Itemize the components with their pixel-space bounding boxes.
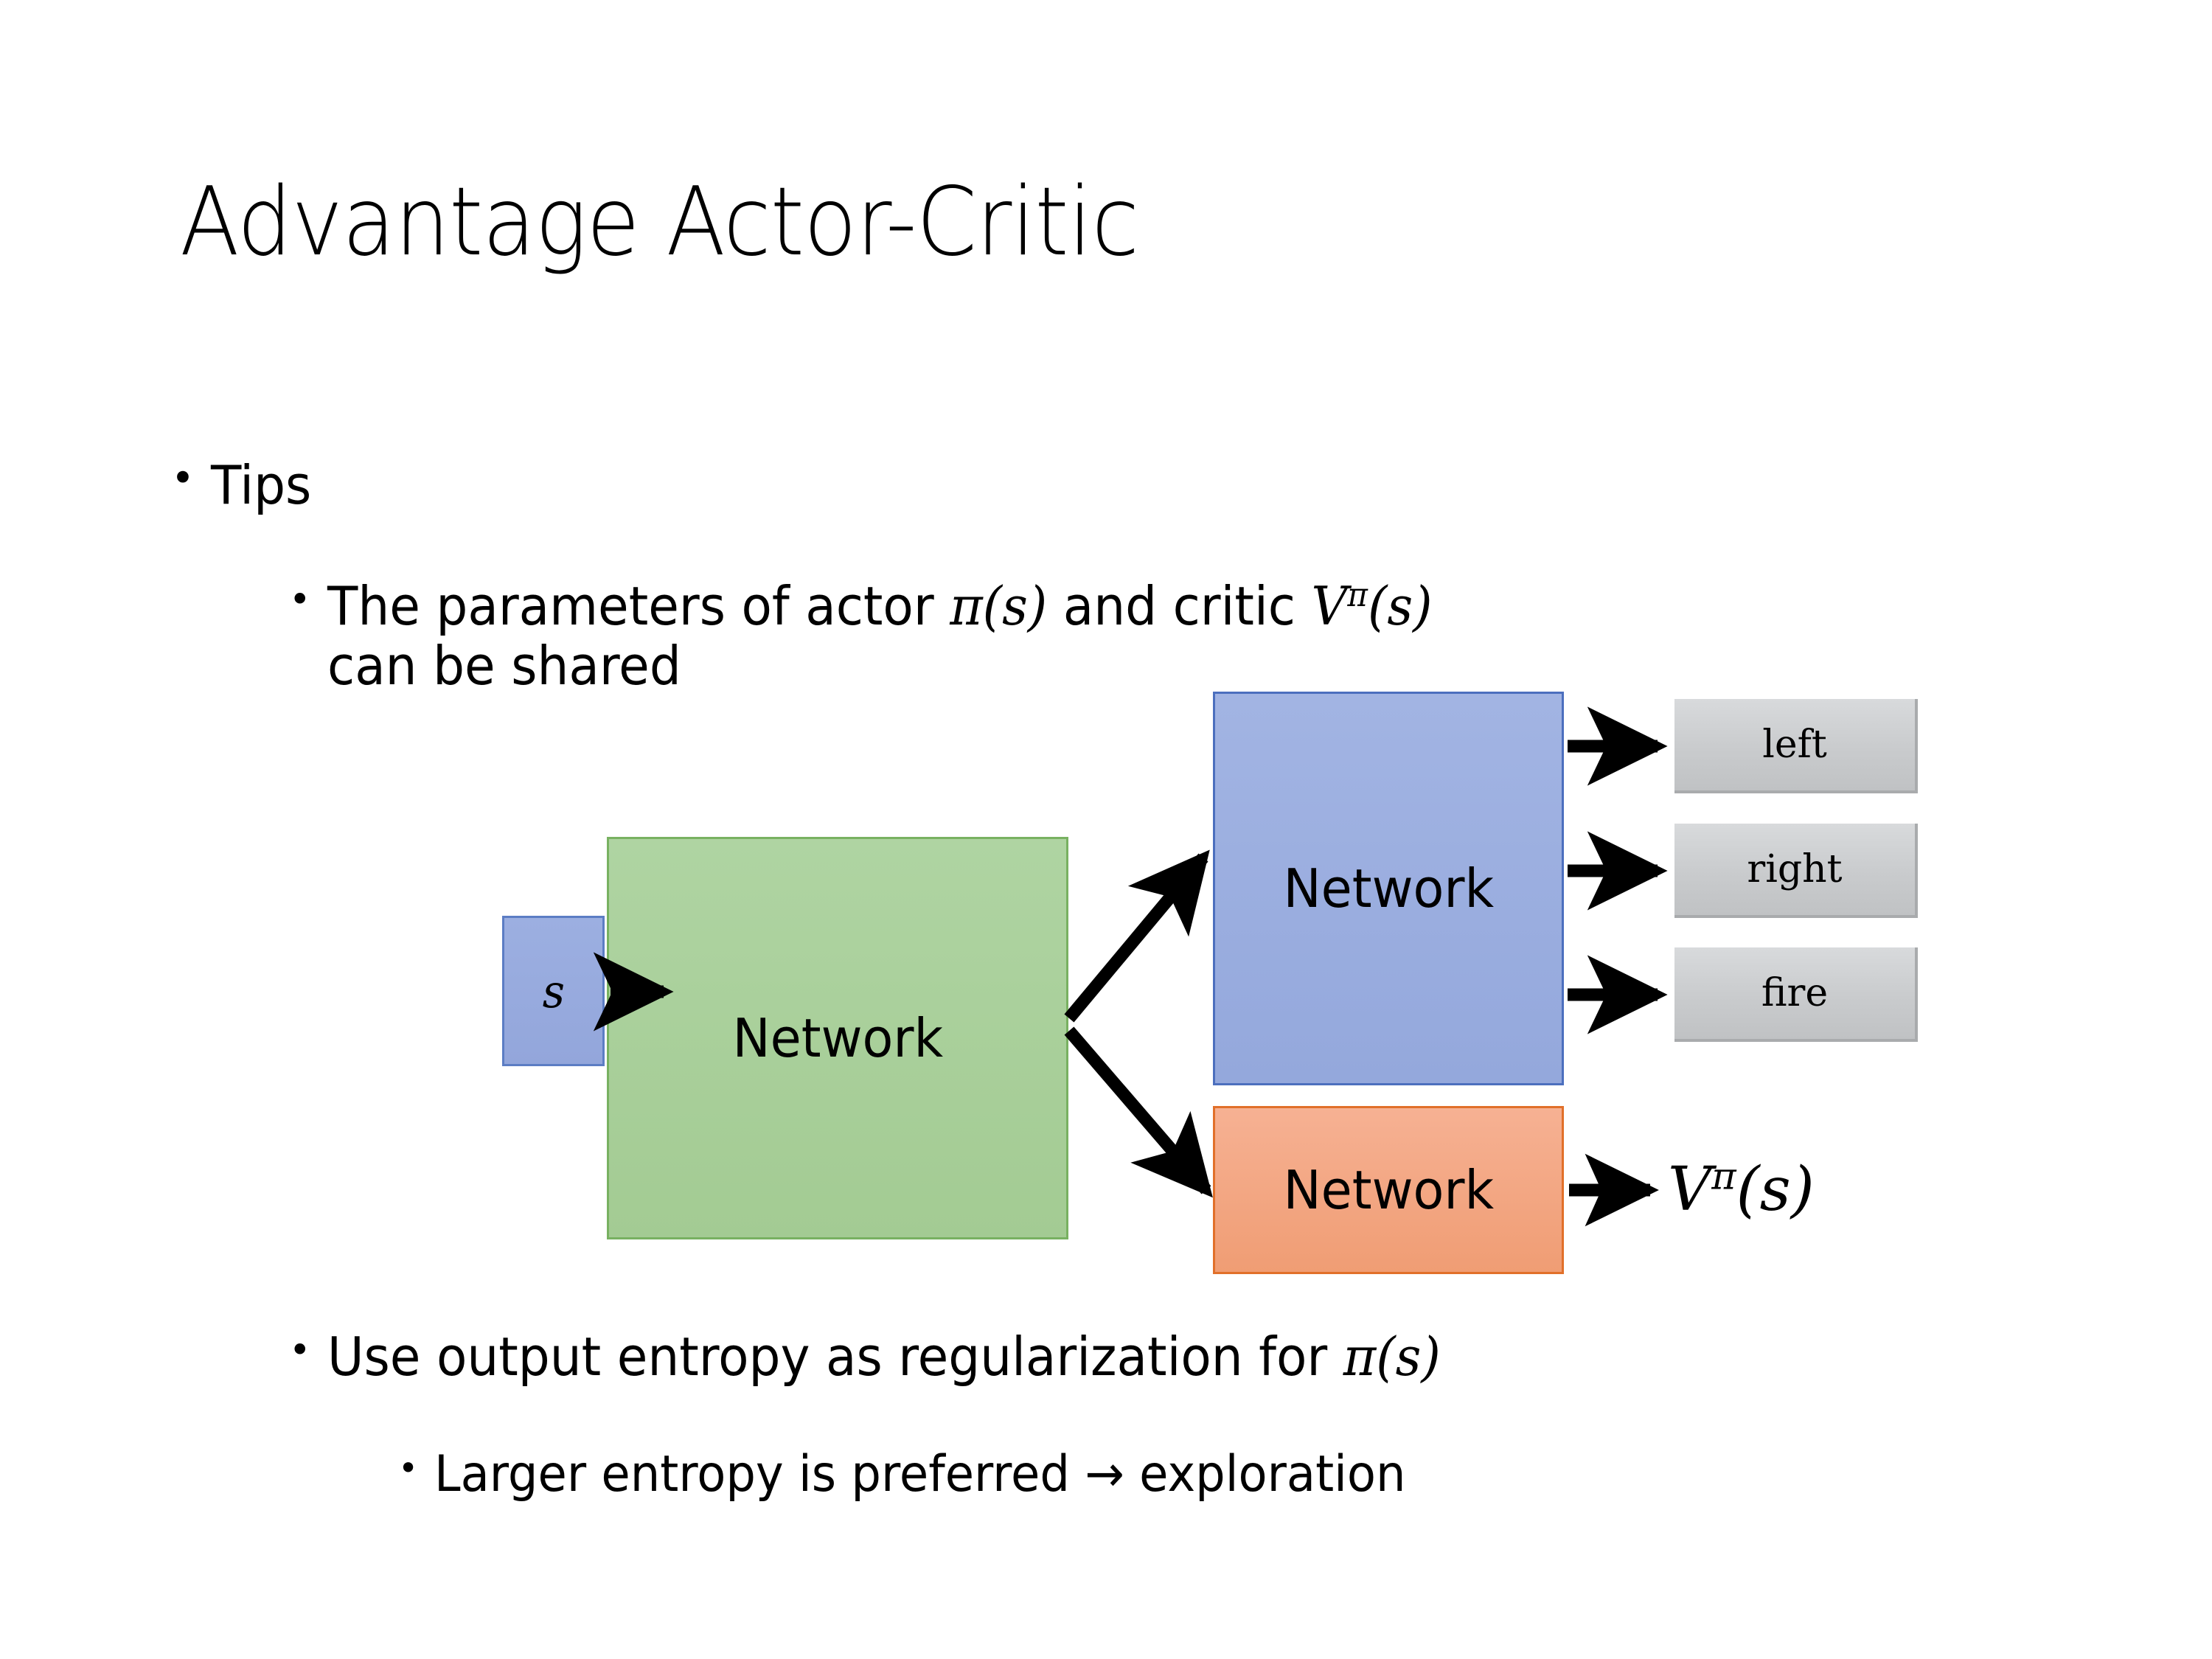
diagram-action-output-fire: fire xyxy=(1674,947,1918,1042)
diagram-shared-network-box: Network xyxy=(607,837,1068,1239)
math-actor-policy: π(s) xyxy=(1343,1326,1441,1388)
bullet-entropy-regularization: • Use output entropy as regularization f… xyxy=(289,1327,1512,1387)
bullet-shared-parameters-body: The parameters of actor π(s) and critic … xyxy=(327,577,1503,695)
bullet-glyph: • xyxy=(171,455,195,501)
diagram-action-label-left: left xyxy=(1762,723,1827,767)
diagram-action-label-fire: fire xyxy=(1761,971,1829,1015)
arrow-shared-to-actor xyxy=(1064,849,1210,1023)
diagram-action-output-right: right xyxy=(1674,824,1918,918)
bullet-glyph: • xyxy=(398,1448,419,1488)
entropy-prefix-text: Use output entropy as regularization for xyxy=(327,1326,1343,1388)
diagram-actor-network-label: Network xyxy=(1283,858,1494,919)
diagram-actor-network-box: Network xyxy=(1213,692,1564,1085)
bullet-tips-label: Tips xyxy=(210,454,312,516)
bullet-shared-parameters-line2: can be shared xyxy=(327,634,681,697)
bullet-larger-entropy-text: Larger entropy is preferred → exploratio… xyxy=(434,1445,1406,1503)
bullet-larger-entropy: • Larger entropy is preferred → explorat… xyxy=(398,1445,1468,1503)
arrow-shared-to-critic xyxy=(1064,1026,1213,1198)
bullet-shared-parameters: • The parameters of actor π(s) and criti… xyxy=(289,577,1503,695)
value-output-argument: (s) xyxy=(1736,1155,1815,1225)
math-critic-base: V xyxy=(1310,575,1347,637)
diagram-value-output-label: Vπ(s) xyxy=(1668,1155,1815,1225)
value-output-superscript: π xyxy=(1711,1154,1736,1198)
diagram-input-state-box: s xyxy=(502,916,605,1066)
math-actor-policy: π(s) xyxy=(949,575,1047,637)
bullet-tips: • Tips xyxy=(171,456,318,515)
bullet-glyph: • xyxy=(289,578,311,621)
math-critic-argument: (s) xyxy=(1367,575,1433,637)
bullet-entropy-regularization-text: Use output entropy as regularization for… xyxy=(327,1327,1441,1387)
diagram-critic-network-label: Network xyxy=(1283,1159,1494,1221)
diagram-input-state-label: s xyxy=(542,964,565,1018)
diagram-action-label-right: right xyxy=(1747,847,1843,891)
math-critic-superscript: π xyxy=(1346,576,1368,614)
page-title: Advantage Actor-Critic xyxy=(180,167,1139,277)
diagram-action-output-left: left xyxy=(1674,699,1918,793)
shared-prefix-text: The parameters of actor xyxy=(327,575,950,637)
bullet-shared-parameters-line1: The parameters of actor π(s) and critic … xyxy=(327,577,1433,636)
diagram-shared-network-label: Network xyxy=(732,1007,943,1069)
bullet-glyph: • xyxy=(289,1329,311,1371)
shared-middle-text: and critic xyxy=(1046,575,1311,637)
math-critic-value: Vπ(s) xyxy=(1311,575,1432,637)
diagram-critic-network-box: Network xyxy=(1213,1106,1564,1274)
value-output-base: V xyxy=(1668,1155,1712,1225)
